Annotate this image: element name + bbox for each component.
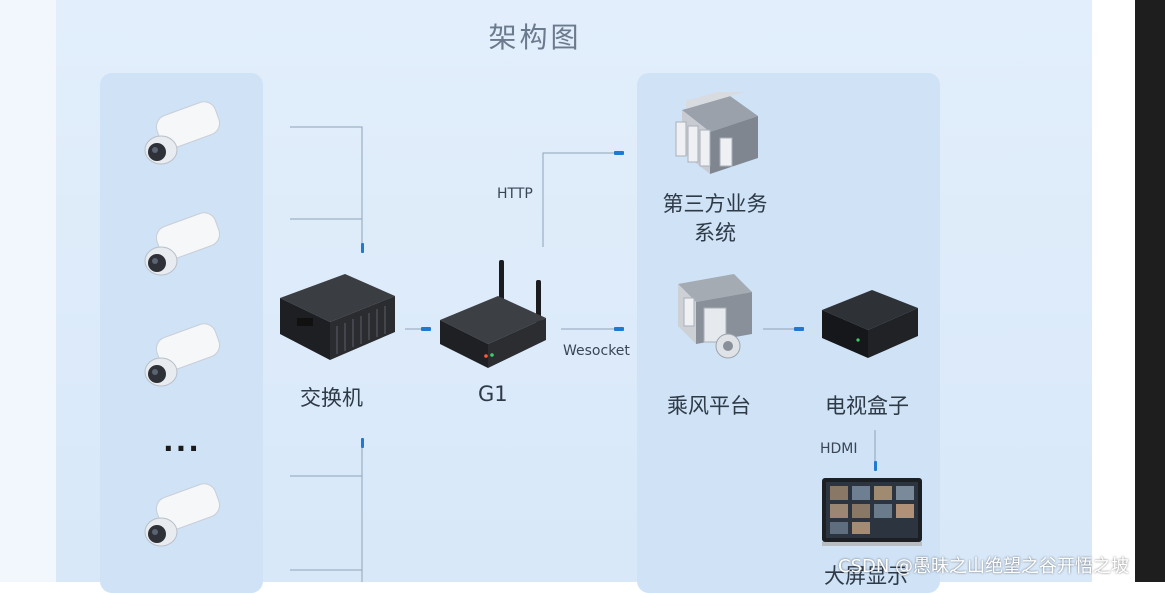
router-icon [440, 260, 546, 368]
left-margin [0, 0, 56, 582]
camera-icon [144, 101, 221, 165]
connector-dot [421, 327, 431, 331]
switch-icon [280, 274, 395, 360]
watermark: CSDN @愚昧之山绝望之谷开悟之坡 [838, 556, 1130, 577]
connector-dot [874, 461, 877, 471]
connector-dot [361, 243, 364, 253]
scrollbar-area [1135, 0, 1165, 582]
connector-dot [614, 151, 624, 155]
http-edge-label: HTTP [497, 186, 533, 202]
server-icon [675, 92, 758, 174]
hdmi-edge-label: HDMI [820, 441, 858, 457]
right-margin [1092, 0, 1135, 582]
connector-dot [361, 438, 364, 448]
third-party-label: 第三方业务 系统 [650, 190, 780, 248]
tv-box-icon [822, 290, 918, 358]
connector-dot [794, 327, 804, 331]
third-party-label-line: 第三方业务 系统 [662, 192, 768, 245]
http-line [542, 152, 620, 247]
tv-box-label: 电视盒子 [825, 394, 909, 418]
monitor-icon [822, 478, 922, 546]
camera-icon [144, 483, 221, 547]
diagram-title: 架构图 [488, 21, 582, 54]
platform-label: 乘风平台 [667, 394, 751, 418]
camera-icon [144, 212, 221, 276]
platform-icon [678, 274, 752, 359]
camera-icon [144, 323, 221, 387]
connector-dot [614, 327, 624, 331]
websocket-edge-label: Wesocket [563, 343, 630, 359]
gateway-label: G1 [478, 382, 508, 406]
switch-label: 交换机 [300, 386, 363, 410]
camera-link-line [290, 126, 363, 245]
ellipsis: ... [163, 425, 201, 458]
